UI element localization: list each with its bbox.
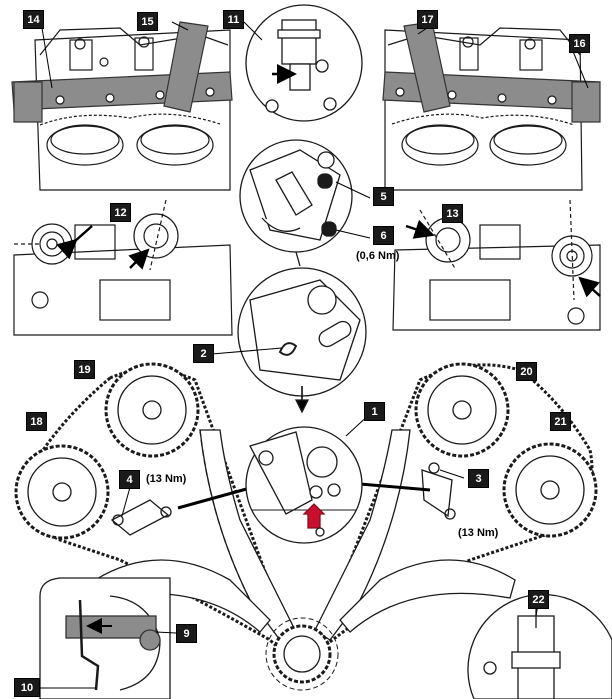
callout-12: 12	[110, 203, 131, 222]
torque-label-left: (13 Nm)	[146, 473, 187, 485]
left-camshaft-adjuster-view	[13, 199, 233, 336]
detail-circle-11	[245, 4, 363, 122]
timing-chain-assembly	[14, 362, 598, 691]
callout-10: 10	[14, 678, 40, 697]
callout-16: 16	[569, 34, 590, 53]
tool-view-9-10	[39, 577, 171, 699]
callout-11: 11	[223, 10, 244, 29]
left-cylinder-head-view	[11, 21, 233, 191]
sprocket-18	[14, 444, 110, 540]
callout-17: 17	[417, 10, 438, 29]
callout-9: 9	[176, 624, 197, 643]
sprocket-19	[104, 362, 200, 458]
sprocket-20	[414, 362, 510, 458]
torque-label-bleed-screw: (0,6 Nm)	[356, 250, 400, 262]
callout-15: 15	[137, 12, 158, 31]
torque-label-right: (13 Nm)	[458, 527, 499, 539]
callout-20: 20	[516, 362, 537, 381]
callout-22: 22	[528, 590, 549, 609]
sprocket-21	[502, 442, 598, 538]
callout-14: 14	[23, 10, 44, 29]
callout-13: 13	[442, 204, 463, 223]
callout-3: 3	[468, 469, 489, 488]
crankshaft-sprocket	[265, 617, 339, 691]
right-cylinder-head-view	[382, 21, 601, 191]
callout-4: 4	[119, 470, 140, 489]
right-camshaft-adjuster-view	[392, 199, 601, 331]
detail-circle-1	[245, 426, 363, 544]
callout-2: 2	[193, 344, 214, 363]
detail-circle-2	[237, 267, 367, 414]
detail-circle-5-6	[239, 139, 353, 267]
callout-6: 6	[373, 226, 394, 245]
callout-19: 19	[74, 360, 95, 379]
detail-circle-22	[467, 593, 612, 699]
callout-21: 21	[550, 412, 571, 431]
callout-18: 18	[26, 412, 47, 431]
callout-1: 1	[364, 402, 385, 421]
callout-leaders	[40, 21, 589, 689]
callout-5: 5	[373, 187, 394, 206]
